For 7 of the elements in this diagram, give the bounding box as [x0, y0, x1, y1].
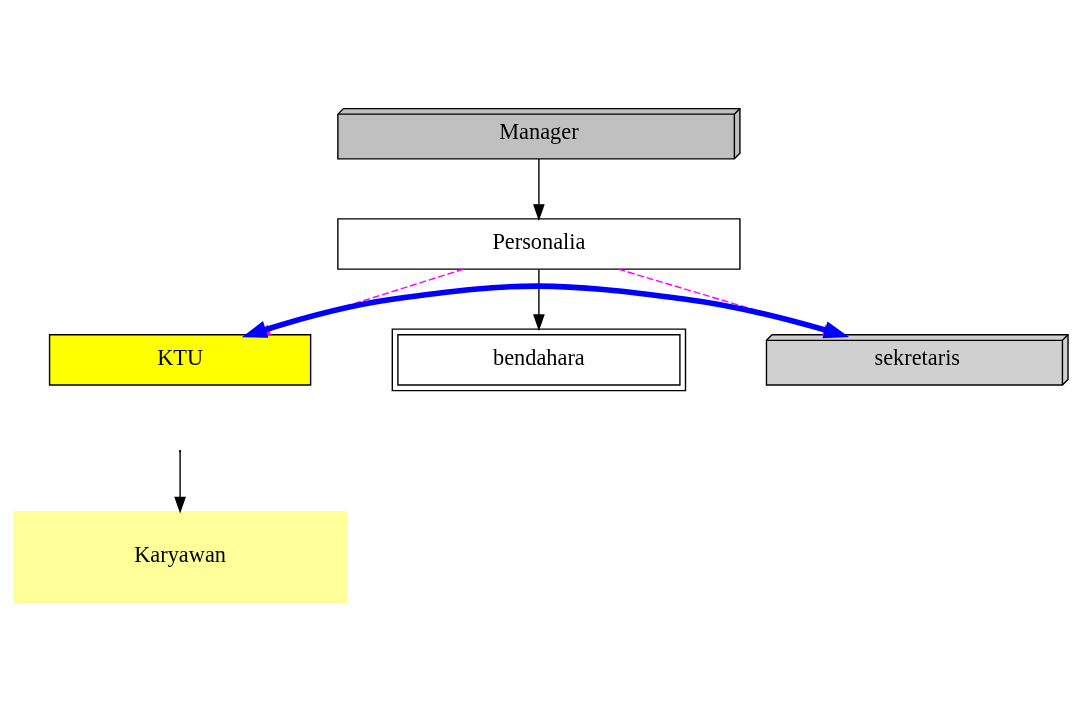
node-box: bendahara [391, 328, 687, 392]
node-box: Karyawan [13, 510, 347, 604]
arrow [533, 158, 545, 221]
node-box: KTU [48, 334, 312, 386]
arrow [174, 451, 186, 514]
arrow [533, 268, 545, 331]
node-box: Personalia [337, 218, 741, 270]
